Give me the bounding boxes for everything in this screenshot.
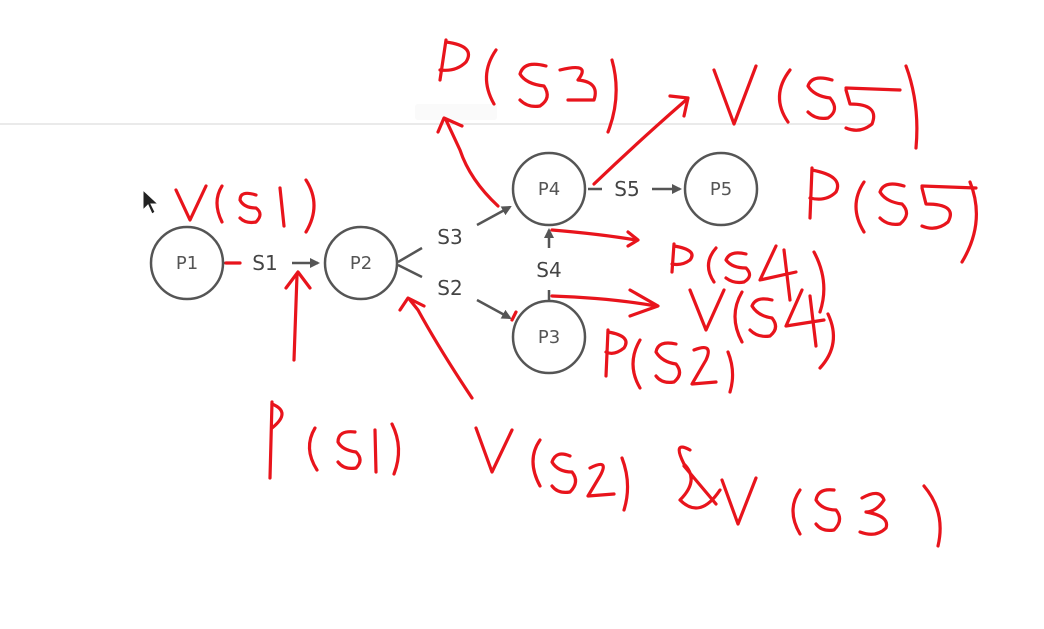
node-label-p3: P3 [538, 327, 560, 348]
edge-p2-p3: S2 [397, 263, 512, 320]
ink-v-s2-v-s3 [398, 296, 942, 548]
ink-p-s2 [510, 310, 735, 394]
node-p3: P3 [511, 299, 587, 375]
handwritten-annotations [174, 38, 978, 548]
node-p2: P2 [323, 225, 399, 301]
node-label-p2: P2 [350, 253, 372, 274]
edge-p2-p4: S3 [397, 205, 512, 264]
edge-label-s1: S1 [252, 251, 277, 275]
edge-p3-p4: S4 [536, 228, 562, 300]
edge-label-s3: S3 [437, 225, 462, 249]
node-p4: P4 [511, 151, 587, 227]
cursor-icon [142, 188, 160, 215]
node-p5: P5 [683, 151, 759, 227]
node-label-p4: P4 [538, 179, 560, 200]
edge-label-s4: S4 [536, 258, 561, 282]
node-label-p1: P1 [176, 253, 198, 274]
edge-p4-p5: S5 [588, 177, 682, 201]
edge-label-s2: S2 [437, 276, 462, 300]
ink-v-s4 [550, 288, 836, 370]
ink-v-s5 [592, 64, 919, 186]
toolbar-ghost [415, 104, 497, 120]
node-label-p5: P5 [710, 179, 732, 200]
ink-p-s5 [808, 166, 978, 264]
ink-v-s1 [174, 178, 316, 265]
ink-p-s3 [436, 38, 618, 208]
ink-p-s1 [268, 270, 401, 480]
node-p1: P1 [149, 225, 225, 301]
edge-label-s5: S5 [614, 177, 639, 201]
edge-p1-p2: S1 [224, 251, 320, 275]
ink-p-s4 [550, 228, 826, 314]
